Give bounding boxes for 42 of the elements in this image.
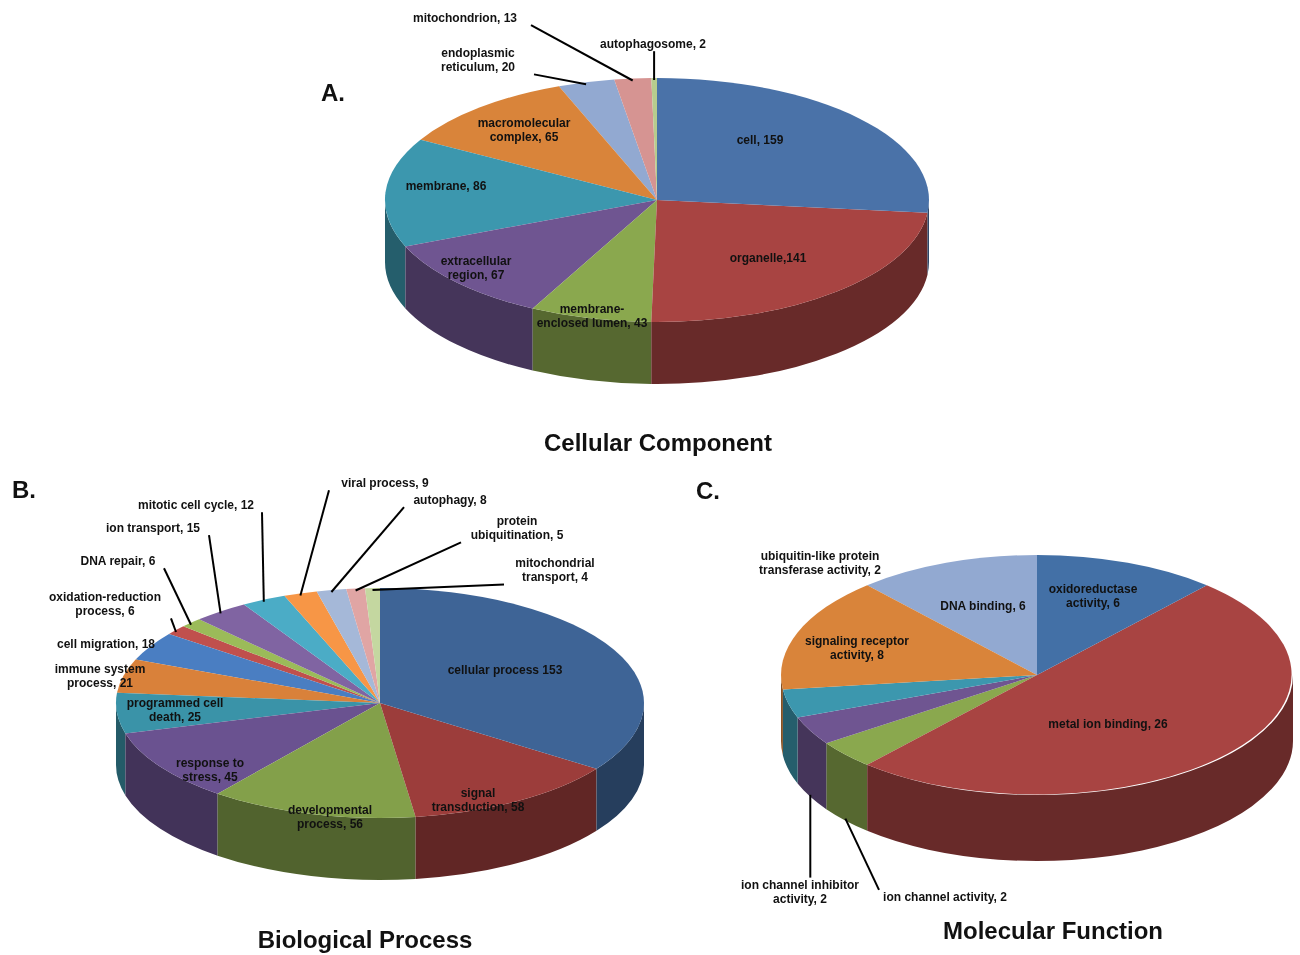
leader-line <box>299 489 330 597</box>
leader-line <box>261 511 265 603</box>
slice-label: autophagosome, 2 <box>588 36 718 52</box>
panel-letter: A. <box>320 78 346 108</box>
pie-slice <box>346 588 380 703</box>
slice-label: ubiquitin-like protein transferase activity, 2 <box>758 548 882 578</box>
slice-label: autophagy, 8 <box>405 492 495 508</box>
pie-slice: oxidoreductase activity, 6 <box>1037 555 1207 675</box>
slice-label: mitotic cell cycle, 12 <box>131 497 261 513</box>
pie-slice <box>243 595 380 703</box>
slice-label: endoplasmic reticulum, 20 <box>423 45 533 75</box>
slice-label: protein ubiquitination, 5 <box>462 513 572 543</box>
chart-title: Molecular Function <box>942 916 1164 946</box>
slice-label: mitochondrion, 13 <box>400 10 530 26</box>
slice-label: oxidation-reduction process, 6 <box>40 589 170 619</box>
leader-line <box>530 24 634 82</box>
slice-label: DNA repair, 6 <box>73 553 163 569</box>
slice-label: viral process, 9 <box>330 475 440 491</box>
leader-line <box>170 617 177 633</box>
chart-title: Biological Process <box>256 925 474 955</box>
leader-line <box>809 793 812 879</box>
pie-slice <box>614 78 657 200</box>
chart-title: Cellular Component <box>543 428 773 458</box>
leader-line <box>844 817 880 891</box>
slice-label: mitochondrial transport, 4 <box>505 555 605 585</box>
slice-label: ion transport, 15 <box>98 520 208 536</box>
pie-slice <box>284 591 380 703</box>
pie-slice <box>797 675 1037 810</box>
pie-slice <box>316 588 380 703</box>
panel-letter: B. <box>11 475 37 505</box>
panel-letter: C. <box>695 476 721 506</box>
leader-line <box>653 50 656 81</box>
leader-line <box>371 583 505 591</box>
leader-line <box>354 541 462 592</box>
leader-line <box>330 506 405 593</box>
pie-slice <box>782 675 1037 784</box>
leader-line <box>533 73 588 86</box>
slice-label: ion channel inhibitor activity, 2 <box>735 877 865 907</box>
leader-line <box>163 567 192 626</box>
slice-label: ion channel activity, 2 <box>880 889 1010 905</box>
leader-line <box>208 534 222 615</box>
pie-slice <box>826 675 1037 831</box>
